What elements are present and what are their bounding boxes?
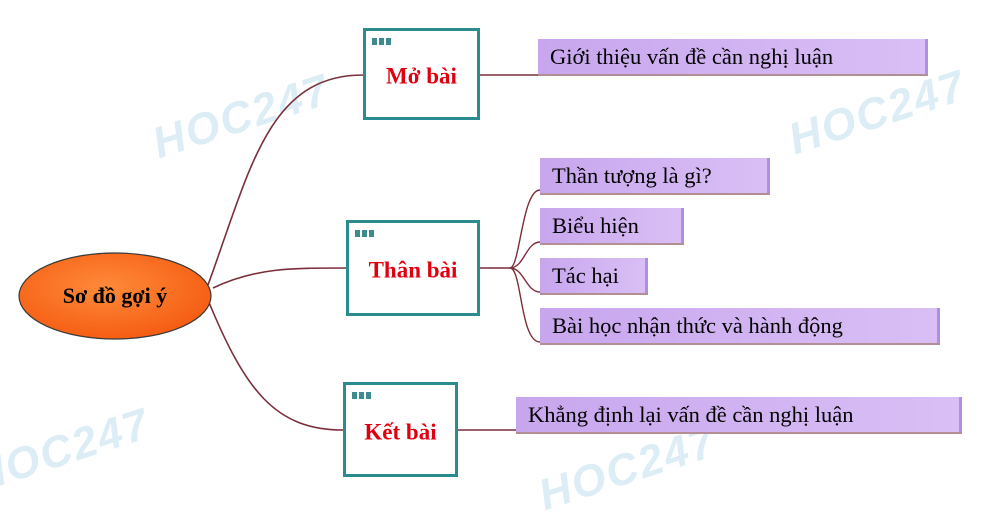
- leaf-underline: [516, 432, 962, 434]
- connector-leaf-bieu-hien: [509, 241, 541, 269]
- mind-map-canvas: HOC247 HOC247 HOC247 HOC247 Sơ đồ gợi ý …: [0, 28, 972, 520]
- leaf-underline: [540, 343, 940, 345]
- leaf-bieu-hien: Biểu hiện: [540, 208, 684, 244]
- leaf-bai-hoc: Bài học nhận thức và hành động: [540, 308, 940, 344]
- leaf-underline: [540, 243, 684, 245]
- leaf-underline: [540, 293, 648, 295]
- branch-than-bai: Thân bài: [346, 220, 480, 316]
- leaf-khang-dinh: Khẳng định lại vấn đề cần nghị luận: [516, 397, 962, 433]
- root-ellipse: [18, 252, 212, 340]
- branch-dots-icon: [372, 38, 391, 45]
- leaf-than-tuong: Thần tượng là gì?: [540, 158, 770, 194]
- connector-ket-bai: [207, 299, 344, 431]
- branch-dots-icon: [355, 230, 374, 237]
- root-node: Sơ đồ gợi ý: [17, 251, 213, 341]
- connector-than-bai: [212, 267, 347, 289]
- connector-leaf-tac-hai: [509, 267, 541, 293]
- leaf-underline: [538, 74, 928, 76]
- branch-label: Thân bài: [368, 257, 458, 283]
- branch-mo-bai: Mở bài: [363, 28, 480, 120]
- branch-label: Kết bài: [364, 419, 437, 445]
- connector-mo-bai: [207, 74, 364, 286]
- connector-leaf-than-tuong: [480, 189, 541, 269]
- leaf-underline: [540, 193, 770, 195]
- connector-leaf-bai-hoc: [509, 267, 541, 343]
- root-label: Sơ đồ gợi ý: [62, 283, 168, 308]
- branch-ket-bai: Kết bài: [343, 382, 458, 477]
- branch-dots-icon: [352, 392, 371, 399]
- connector-lines: [207, 74, 541, 431]
- branch-label: Mở bài: [386, 63, 457, 89]
- leaf-gioi-thieu: Giới thiệu vấn đề cần nghị luận: [538, 39, 928, 75]
- leaf-tac-hai: Tác hại: [540, 258, 648, 294]
